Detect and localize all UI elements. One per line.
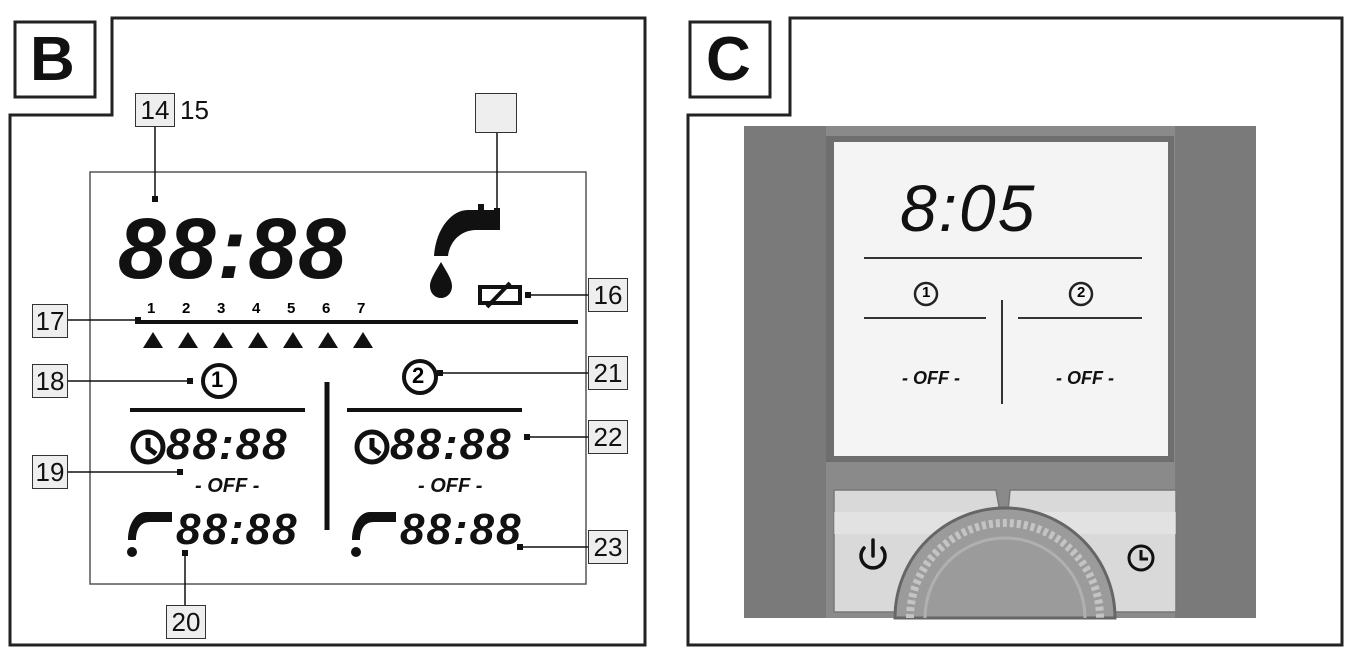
program-1-number: 1	[211, 367, 224, 392]
device-program-1-number: 1	[922, 284, 931, 301]
clock-icon	[1127, 544, 1155, 572]
callout-21: 21	[588, 356, 628, 390]
callout-19: 19	[32, 455, 68, 489]
main-clock-display: 88:88	[118, 201, 348, 297]
callout-15: 15	[180, 95, 209, 125]
program-2-status: - OFF -	[418, 475, 483, 497]
day-3: 3	[217, 300, 226, 317]
day-7: 7	[357, 300, 366, 317]
program-2-tap-time: 88:88	[400, 505, 523, 554]
callout-22: 22	[588, 420, 628, 454]
panel-b-letter: B	[30, 25, 75, 94]
device-program-1-status: - OFF -	[902, 368, 960, 388]
alarm-clock-icon-2	[354, 429, 390, 465]
program-2-number: 2	[412, 363, 425, 388]
battery-icon	[478, 281, 522, 309]
day-6: 6	[322, 300, 331, 317]
program-1-status: - OFF -	[195, 475, 260, 497]
program-1-tap-time: 88:88	[176, 505, 299, 554]
callout-23: 23	[588, 530, 628, 564]
callout-17: 17	[32, 304, 68, 338]
day-2: 2	[182, 300, 191, 317]
callout-16: 16	[588, 278, 628, 312]
callout-20: 20	[166, 605, 206, 639]
device-program-2-number: 2	[1077, 284, 1086, 301]
device-program-2-status: - OFF -	[1056, 368, 1114, 388]
small-tap-icon-2	[351, 512, 396, 557]
panel-c-letter: C	[706, 25, 751, 94]
callout-18: 18	[32, 364, 68, 398]
callout-14: 14	[135, 93, 175, 127]
device-clock-display: 8:05	[900, 171, 1037, 245]
program-1-alarm-time: 88:88	[166, 420, 289, 469]
day-1: 1	[147, 300, 156, 317]
tap-icon	[430, 204, 500, 298]
power-icon	[859, 538, 887, 570]
small-tap-icon	[127, 512, 172, 557]
callout-empty	[475, 93, 517, 133]
alarm-clock-icon	[130, 429, 166, 465]
day-5: 5	[287, 300, 296, 317]
program-2-alarm-time: 88:88	[390, 420, 513, 469]
day-4: 4	[252, 300, 261, 317]
